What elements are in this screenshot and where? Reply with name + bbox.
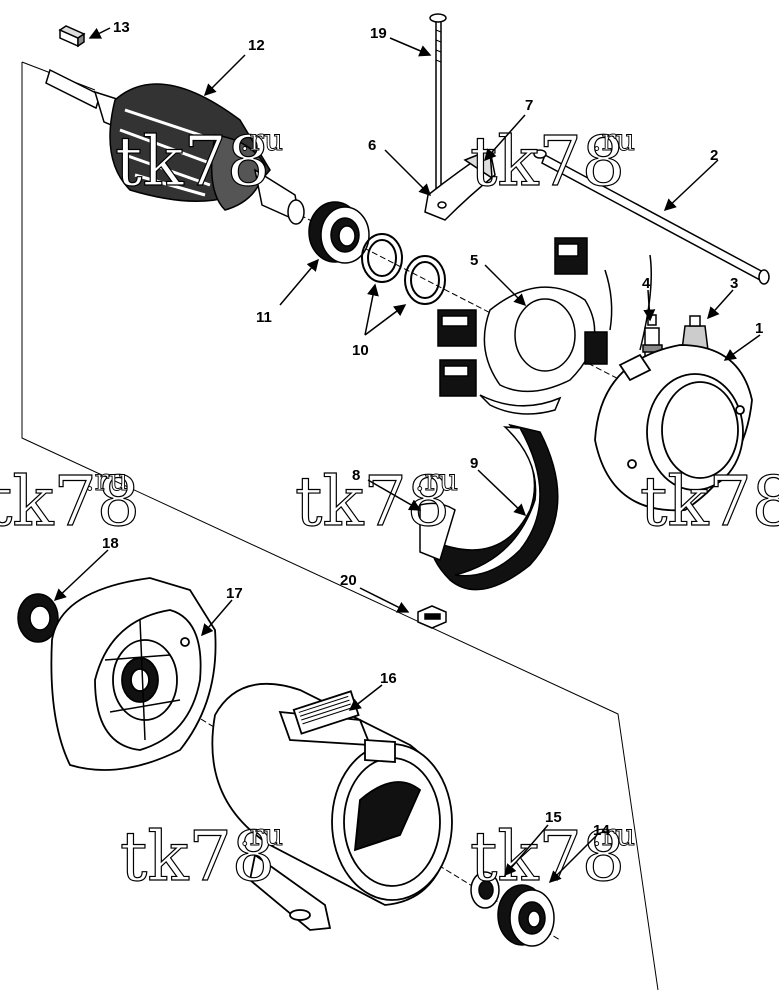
part-nut [417,605,447,629]
callout-16: 16 [380,670,397,687]
callout-6: 6 [368,137,376,154]
callout-5: 5 [470,252,478,269]
callout-19: 19 [370,25,387,42]
part-washers [361,233,446,305]
part-through-bolt [533,149,770,285]
callout-1: 1 [755,320,763,337]
callout-3: 3 [730,275,738,292]
callout-13: 13 [113,19,130,36]
watermark-suffix: .ru [240,123,283,158]
watermark-text: tk78 [295,463,450,542]
part-seal [17,593,59,643]
watermark-text: tk78 [470,123,625,202]
callout-8: 8 [352,467,360,484]
callout-14: 14 [593,822,610,839]
watermark-suffix: .ru [415,463,458,498]
callout-9: 9 [470,455,478,472]
callout-15: 15 [545,809,562,826]
callout-18: 18 [102,535,119,552]
callout-7: 7 [525,97,533,114]
callout-20: 20 [340,572,357,589]
part-screw [429,13,447,195]
callout-2: 2 [710,147,718,164]
callout-labels: 13 12 19 7 6 2 11 10 5 4 3 1 8 9 20 18 1… [102,19,763,839]
watermark-text: tk78 [470,818,625,897]
callout-10: 10 [352,342,369,359]
callout-17: 17 [226,585,243,602]
watermark-text: tk78 [0,463,140,542]
part-bearing-front [497,884,555,947]
part-key [58,25,86,48]
part-bearing-seal [470,871,500,909]
watermark-suffix: .ru [592,818,635,853]
watermark-text: tk78 [115,123,270,202]
part-bracket [419,502,456,562]
callout-12: 12 [248,37,265,54]
callout-4: 4 [642,275,651,292]
part-armature [45,68,305,225]
watermark-text: tk78 [640,463,779,542]
watermark-suffix: .ru [592,123,635,158]
part-end-housing [594,344,753,512]
part-bearing-rear [308,201,370,264]
watermark-text: tk78 [120,818,275,897]
watermark-suffix: .ru [85,463,128,498]
callout-11: 11 [256,309,272,326]
leader-arrows [53,27,761,884]
part-motor-housing [211,683,453,931]
part-front-end-plate [50,577,217,771]
part-band [429,423,559,591]
watermark-suffix: .ru [240,818,283,853]
part-brush-holder [437,237,652,415]
watermark-layer: tk78 .ru tk78 .ru tk78 .ru tk78 .ru tk78… [0,122,779,897]
